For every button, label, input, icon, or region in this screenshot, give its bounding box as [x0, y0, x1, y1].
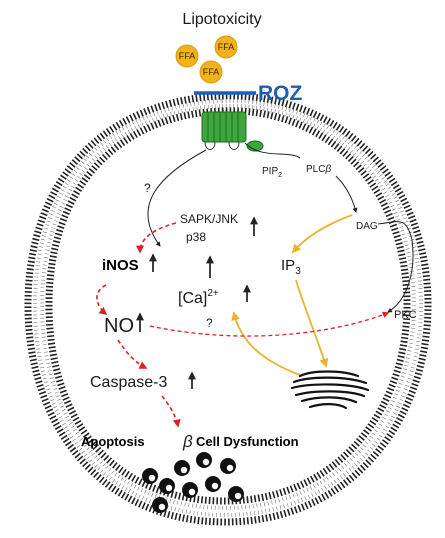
roz-label: ROZ — [258, 82, 303, 105]
no-label: NO — [104, 315, 134, 337]
title-lipotoxicity: Lipotoxicity — [182, 11, 261, 28]
ip3-label: IP3 — [281, 257, 301, 277]
granule-icon — [142, 452, 244, 513]
sapk-jnk-label: SAPK/JNK — [180, 212, 238, 226]
endoplasmic-reticulum-icon — [290, 370, 370, 410]
apoptosis-label: Apoptosis — [81, 434, 145, 449]
ffa-label: FFA — [179, 51, 196, 61]
dag-to-pkc-arrow — [387, 239, 414, 313]
ffa-label: FFA — [218, 42, 235, 52]
plc-beta-label: PLCβ — [306, 164, 331, 175]
inos-label: iNOS — [102, 257, 139, 274]
dag-label: DAG — [356, 221, 378, 232]
caspase-to-apoptosis-arrow — [161, 395, 181, 428]
beta-symbol: β — [182, 432, 193, 451]
no-to-caspase-arrow — [117, 339, 148, 369]
unknown-link-label: ? — [144, 181, 151, 195]
ffa-label: FFA — [203, 67, 220, 77]
unknown-link-label: ? — [206, 316, 213, 330]
er-to-calcium-arrow — [231, 311, 301, 376]
ffa-molecule — [199, 60, 223, 84]
ffa-molecule — [175, 44, 199, 68]
dag-line — [377, 221, 413, 241]
calcium-label: [Ca]2+ — [178, 288, 219, 307]
caspase-3-label: Caspase-3 — [90, 374, 167, 391]
receptor-icon — [201, 111, 301, 159]
pip2-label: PIP2 — [262, 166, 282, 179]
pkc-label: PKC — [394, 309, 417, 321]
inos-to-no-arrow — [96, 284, 108, 316]
plc-to-ip3-arrow — [291, 214, 353, 254]
plc-to-dag-arrow — [335, 175, 358, 213]
ffa-molecules: FFA FFA FFA — [175, 35, 238, 84]
sapk-to-inos-arrow — [136, 222, 177, 254]
cell-membrane — [24, 92, 432, 526]
receptor-to-inos-arrow — [147, 149, 207, 247]
p38-label: p38 — [186, 230, 206, 244]
ffa-molecule — [214, 35, 238, 59]
cell-dysfunction-label: Cell Dysfunction — [196, 434, 299, 449]
ip3-to-er-arrow — [295, 279, 329, 368]
